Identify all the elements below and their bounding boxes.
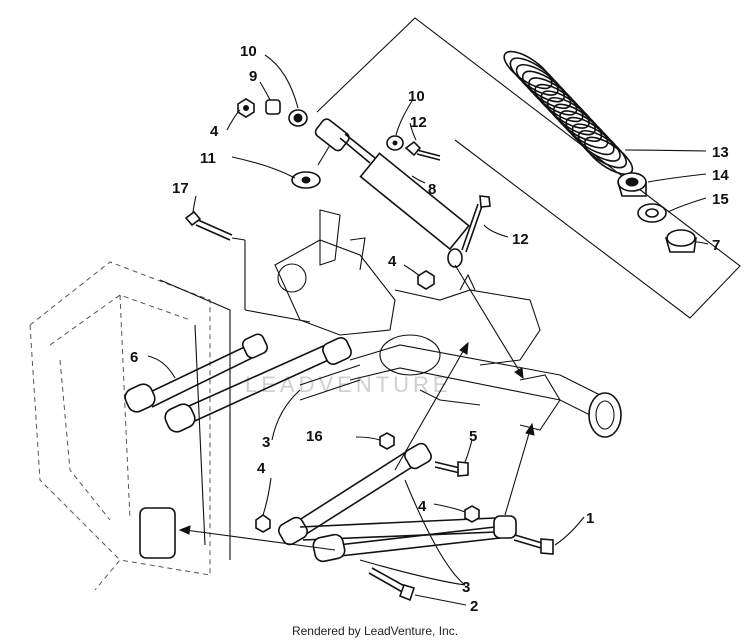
spring-coil (571, 123, 621, 162)
callout-3: 3 (262, 434, 270, 451)
bolt (404, 140, 441, 161)
callout-8: 8 (428, 181, 436, 198)
callout-17: 17 (172, 180, 189, 197)
spring-collar (617, 172, 647, 197)
callout-11: 11 (200, 150, 216, 167)
shock-absorber (314, 118, 470, 268)
callout-12: 12 (512, 231, 529, 248)
bolt (184, 210, 233, 241)
callout-13: 13 (712, 144, 729, 161)
render-credit: Rendered by LeadVenture, Inc. (291, 624, 459, 638)
callout-4: 4 (257, 460, 266, 477)
callout-10: 10 (408, 88, 425, 105)
upper-arm-long (164, 337, 352, 433)
axle-housing (274, 209, 622, 438)
spring-washer (637, 203, 667, 223)
callout-16: 16 (306, 428, 323, 445)
bolt (368, 567, 416, 602)
upper-arm-short (124, 333, 269, 413)
callout-4: 4 (418, 498, 427, 515)
spring-coil (559, 110, 609, 149)
bushing (664, 229, 697, 253)
washer (288, 109, 308, 127)
leader-lines (147, 54, 709, 606)
spring-coil (584, 136, 634, 176)
nut (237, 98, 255, 118)
callout-12: 12 (410, 114, 427, 131)
nut (464, 505, 480, 523)
bolt (513, 534, 554, 555)
assembly-arrows (178, 144, 535, 551)
callout-15: 15 (712, 191, 729, 208)
nut (255, 514, 271, 533)
cup-washer (291, 171, 321, 189)
callout-4: 4 (210, 123, 219, 140)
callout-10: 10 (240, 43, 257, 60)
callout-9: 9 (249, 68, 257, 85)
coil-spring (503, 50, 634, 176)
spacer (265, 99, 281, 115)
callout-4: 4 (388, 253, 397, 270)
washer (386, 135, 404, 151)
vehicle-frame (29, 261, 231, 591)
lower-arm-a (278, 442, 432, 546)
callout-5: 5 (469, 428, 477, 445)
lower-arm-b (299, 515, 517, 563)
callout-labels: 1 2 3 3 4 4 4 4 5 6 7 8 9 10 10 11 12 12… (130, 43, 729, 615)
nut (417, 270, 435, 290)
callout-7: 7 (712, 237, 720, 254)
callout-3: 3 (462, 579, 470, 596)
callout-1: 1 (586, 510, 594, 527)
callout-2: 2 (470, 598, 478, 615)
bolt (461, 195, 491, 253)
callout-14: 14 (712, 167, 729, 184)
nut (379, 432, 395, 450)
bolt (434, 461, 469, 477)
spring-coil (577, 129, 627, 169)
spring-assembly-outline (316, 17, 741, 319)
callout-6: 6 (130, 349, 138, 366)
spring-coil (565, 116, 615, 156)
